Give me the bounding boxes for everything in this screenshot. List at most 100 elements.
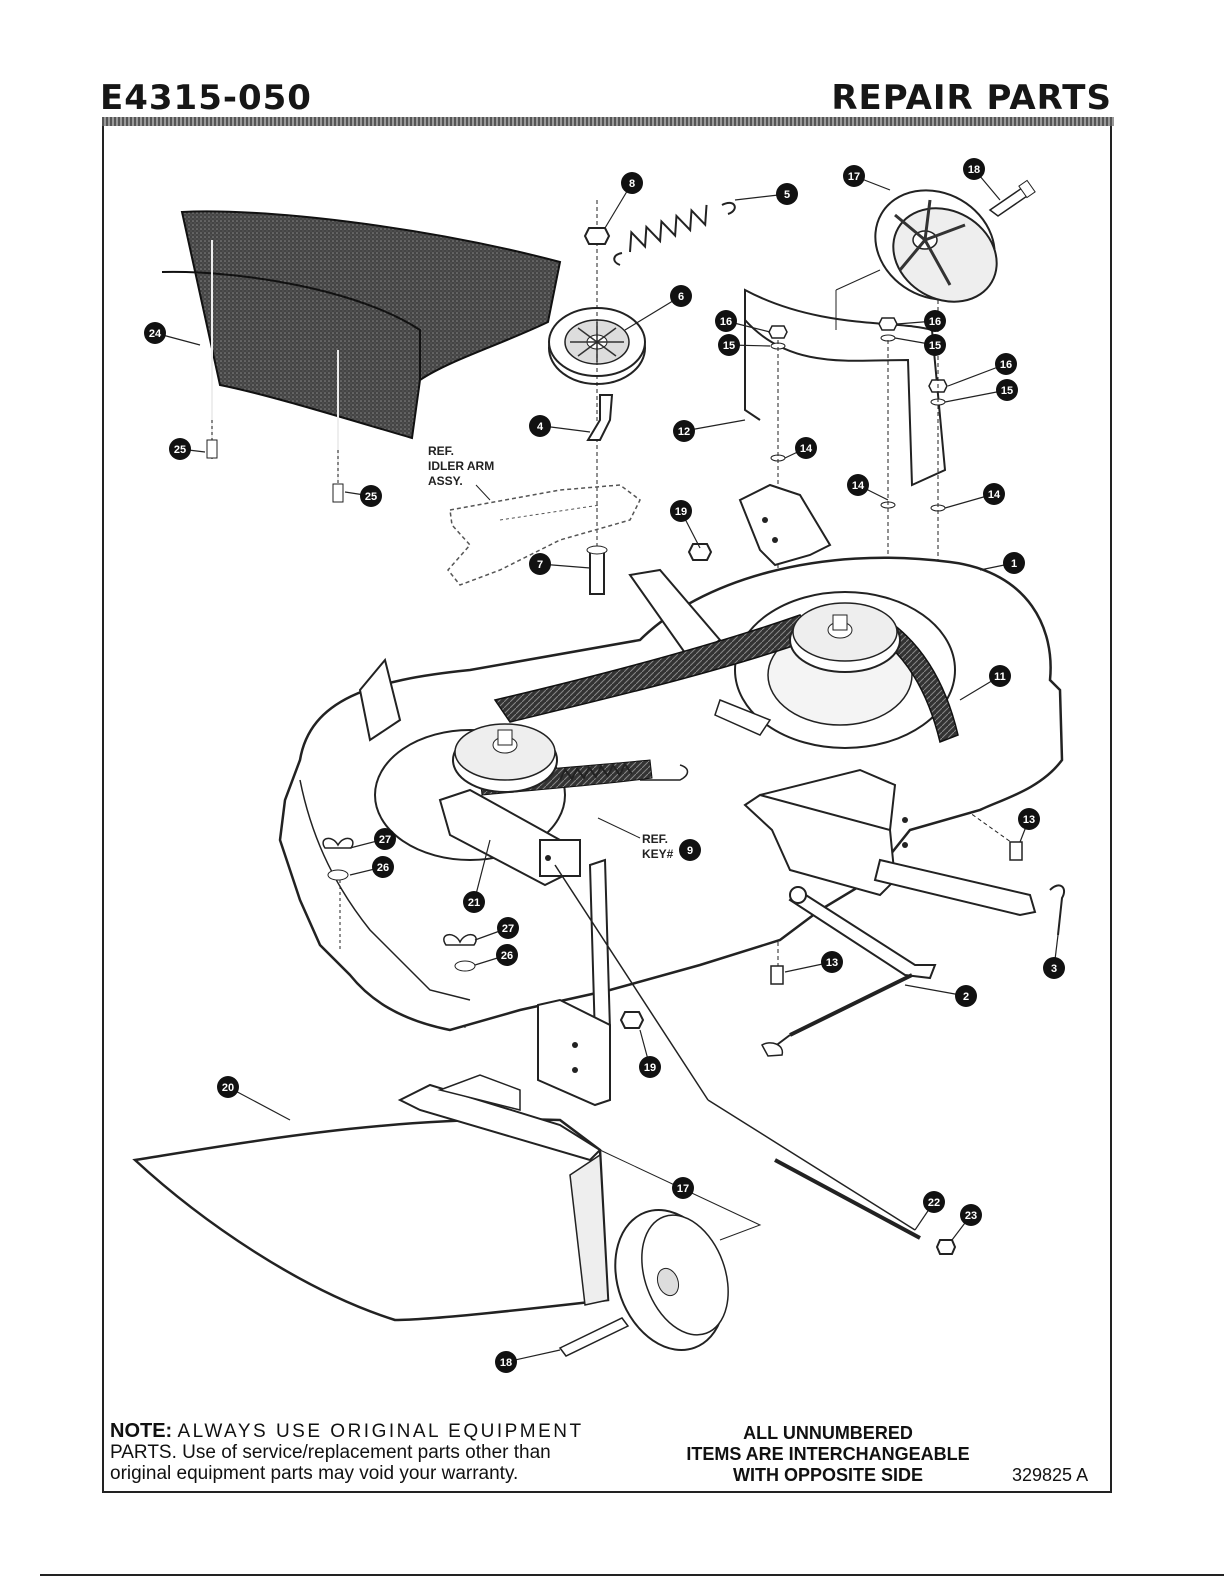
pivot-bracket (438, 788, 581, 887)
callout-27-a: 27 (374, 828, 396, 850)
svg-text:27: 27 (502, 923, 514, 935)
ref-idler-label-1: REF. (428, 444, 454, 458)
callout-14-b: 14 (847, 474, 869, 496)
callout-2: 2 (955, 985, 977, 1007)
note-line-3: original equipment parts may void your w… (110, 1463, 519, 1484)
callout-14-c: 14 (983, 483, 1005, 505)
callout-16-a: 16 (715, 310, 737, 332)
callout-18-upper: 18 (963, 158, 985, 180)
interchange-line-3: WITH OPPOSITE SIDE (732, 1465, 924, 1485)
svg-text:14: 14 (852, 480, 865, 492)
svg-text:16: 16 (1000, 359, 1012, 371)
ref-idler-label-3: ASSY. (428, 474, 463, 488)
svg-text:8: 8 (629, 178, 635, 190)
spindle-pulley-left (452, 723, 558, 793)
spring (613, 201, 736, 266)
svg-text:2: 2 (963, 991, 969, 1003)
svg-text:26: 26 (377, 862, 389, 874)
callout-16-c: 16 (995, 353, 1017, 375)
callout-9: 9 (679, 839, 701, 861)
callout-19-upper: 19 (670, 500, 692, 522)
drawing-reference-number: 329825 A (1012, 1465, 1089, 1485)
callout-26-b: 26 (496, 944, 518, 966)
svg-text:11: 11 (994, 671, 1006, 683)
leader-line (597, 817, 641, 839)
page-bottom-rule (40, 1574, 1224, 1576)
svg-text:9: 9 (687, 845, 693, 857)
spindle-pulley-right (789, 602, 901, 673)
svg-text:3: 3 (1051, 963, 1057, 975)
leader-line (599, 1149, 762, 1241)
discharge-chute (132, 1074, 610, 1322)
callout-13-lower: 13 (821, 951, 843, 973)
callout-25-b: 25 (360, 485, 382, 507)
washers-and-nuts (768, 317, 948, 512)
svg-text:25: 25 (174, 444, 186, 456)
wheel-bolt (988, 179, 1036, 217)
svg-text:12: 12 (678, 426, 690, 438)
callout-15-c: 15 (996, 379, 1018, 401)
svg-text:18: 18 (500, 1357, 512, 1369)
ref-idler-label-2: IDLER ARM (428, 459, 494, 473)
svg-text:6: 6 (678, 291, 684, 303)
callout-6: 6 (670, 285, 692, 307)
center-bracket (738, 483, 832, 567)
callout-15-b: 15 (924, 334, 946, 356)
svg-text:13: 13 (1023, 814, 1035, 826)
callout-14-a: 14 (795, 437, 817, 459)
svg-text:25: 25 (365, 491, 377, 503)
note-line-2: PARTS. Use of service/replacement parts … (110, 1442, 551, 1463)
callout-15-a: 15 (718, 334, 740, 356)
callout-24: 24 (144, 322, 166, 344)
callout-16-b: 16 (924, 310, 946, 332)
callout-23: 23 (960, 1204, 982, 1226)
callout-22: 22 (923, 1191, 945, 1213)
callout-17-lower: 17 (672, 1177, 694, 1199)
deck-shield (161, 210, 562, 480)
warranty-note: NOTE: ALWAYS USE ORIGINAL EQUIPMENT PART… (110, 1420, 600, 1485)
ref-key-label-2: KEY# (642, 847, 674, 861)
callout-12: 12 (673, 420, 695, 442)
idler-bracket (586, 394, 614, 441)
leader-line (835, 269, 881, 291)
svg-text:21: 21 (468, 897, 480, 909)
diagram-frame (102, 126, 1112, 1493)
svg-text:1: 1 (1011, 558, 1017, 570)
lift-link (788, 858, 1037, 980)
rear-hanger-bracket (743, 768, 908, 897)
svg-text:27: 27 (379, 834, 391, 846)
hex-bolt (770, 841, 1023, 985)
svg-text:15: 15 (723, 340, 735, 352)
callout-11: 11 (989, 665, 1011, 687)
svg-text:16: 16 (720, 316, 732, 328)
interchange-note: ALL UNNUMBERED ITEMS ARE INTERCHANGEABLE… (668, 1423, 988, 1486)
callout-1: 1 (1003, 552, 1025, 574)
svg-text:24: 24 (149, 328, 162, 340)
section-title: REPAIR PARTS (831, 78, 1112, 118)
callout-18-lower: 18 (495, 1351, 517, 1373)
svg-text:4: 4 (537, 421, 544, 433)
shoulder-bolt (586, 545, 608, 595)
callout-20: 20 (217, 1076, 239, 1098)
callout-7: 7 (529, 553, 551, 575)
svg-text:17: 17 (677, 1183, 689, 1195)
svg-text:18: 18 (968, 164, 980, 176)
nut (687, 543, 713, 561)
note-lead: NOTE: (110, 1420, 173, 1442)
front-hanger-bracket (537, 858, 645, 1107)
leader-line (475, 484, 491, 501)
svg-text:23: 23 (965, 1210, 977, 1222)
callout-25-a: 25 (169, 438, 191, 460)
interchange-line-2: ITEMS ARE INTERCHANGEABLE (686, 1444, 970, 1464)
svg-text:22: 22 (928, 1197, 940, 1209)
svg-text:15: 15 (929, 340, 941, 352)
svg-text:20: 20 (222, 1082, 234, 1094)
interchange-line-1: ALL UNNUMBERED (743, 1423, 913, 1443)
svg-text:15: 15 (1001, 385, 1013, 397)
gauge-wheel (874, 189, 998, 303)
svg-text:16: 16 (929, 316, 941, 328)
svg-text:17: 17 (848, 171, 860, 183)
bolt (206, 420, 344, 503)
svg-text:19: 19 (644, 1062, 656, 1074)
